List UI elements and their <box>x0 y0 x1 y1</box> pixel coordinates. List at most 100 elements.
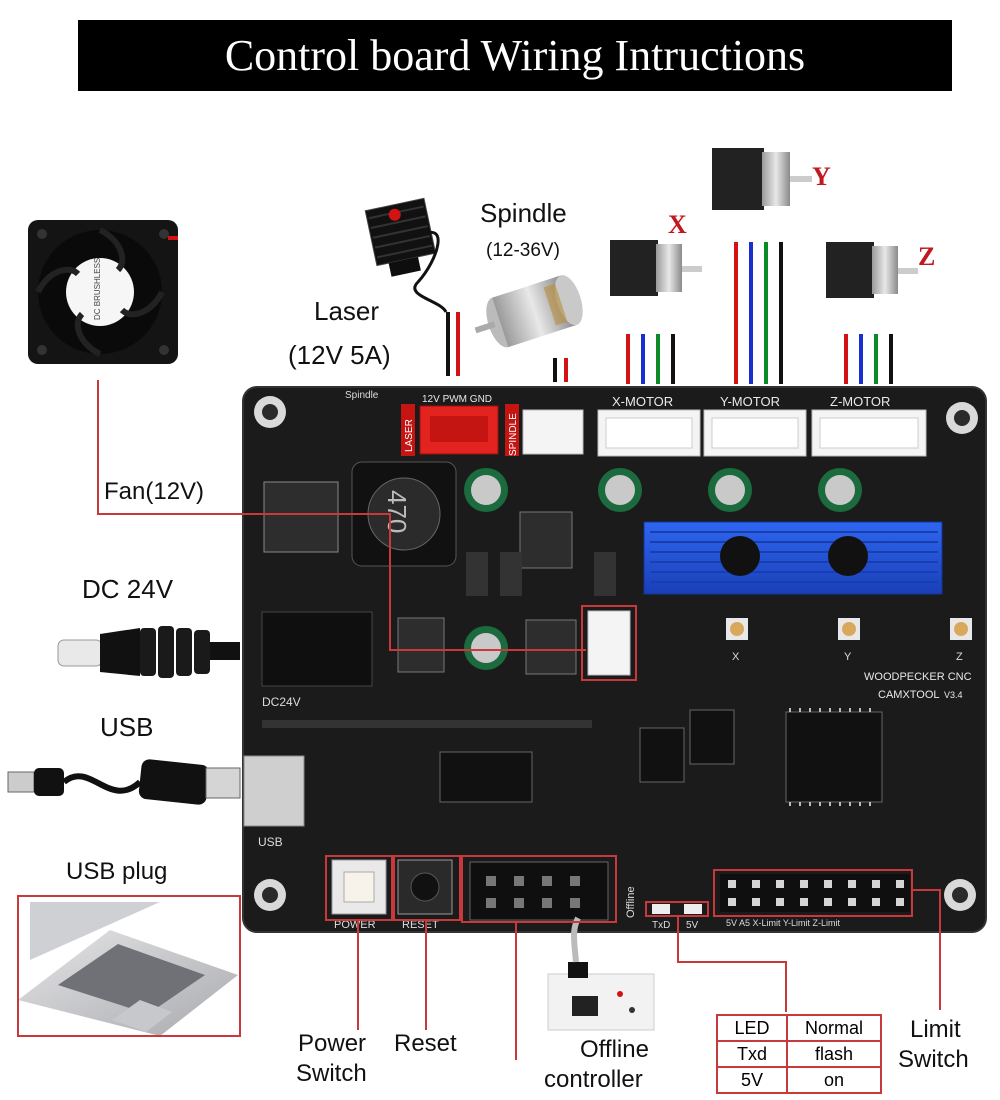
callout-lines <box>17 380 941 1060</box>
capacitor <box>464 468 508 512</box>
dc24v-silk: DC24V <box>262 695 301 709</box>
driver-chip <box>689 709 735 765</box>
laser-wires <box>446 312 460 376</box>
dc-jack <box>261 611 373 687</box>
spindle-label: Spindle <box>480 198 567 228</box>
page-title: Control board Wiring Intructions <box>224 31 806 80</box>
x-motor-connector <box>597 409 701 457</box>
power-silk: POWER <box>334 919 376 931</box>
limit-switch-header <box>720 874 910 912</box>
offline-label-2: controller <box>544 1066 643 1093</box>
z-stepper-motor <box>826 242 918 298</box>
fan-label: Fan(12V) <box>104 478 205 505</box>
y-motor-wires <box>734 242 783 384</box>
table-cell: on <box>786 1066 882 1094</box>
spindle-wires <box>553 358 568 382</box>
y-axis-letter: Y <box>812 162 831 191</box>
y-motor-connector <box>703 409 807 457</box>
x-potentiometer <box>726 618 748 640</box>
table-cell: flash <box>786 1040 882 1068</box>
table-header-cell: LED <box>716 1014 788 1042</box>
dc-plug <box>57 626 240 678</box>
usb-silk: USB <box>258 835 283 849</box>
table-row: Txd flash <box>716 1040 882 1068</box>
voltage-regulator <box>263 481 339 553</box>
pot-y-silk: Y <box>844 651 852 663</box>
reset-label: Reset <box>394 1030 457 1057</box>
offline-label-1: Offline <box>580 1036 649 1063</box>
pot-x-silk: X <box>732 651 740 663</box>
table-cell: Txd <box>716 1040 788 1068</box>
led-status-table: LED Normal Txd flash 5V on <box>716 1014 882 1094</box>
brand-silk-1: WOODPECKER CNC <box>864 671 972 683</box>
fan-silk: DC BRUSHLESS <box>93 258 102 320</box>
spindle-port-silk: SPINDLE <box>508 413 519 456</box>
power-switch-label-1: Power <box>298 1030 367 1057</box>
version-silk: V3.4 <box>944 690 963 700</box>
laser-spec-label: (12V 5A) <box>288 340 391 370</box>
spindle-spec-label: (12-36V) <box>486 240 560 261</box>
heatsink <box>643 521 943 595</box>
x-motor-wires <box>626 334 675 384</box>
x-axis-letter: X <box>668 210 687 239</box>
offline-header <box>469 861 609 921</box>
offline-silk: Offline <box>625 886 637 918</box>
capacitor <box>464 626 508 670</box>
limit-switch-label-1: Limit <box>910 1016 961 1043</box>
laptop <box>18 896 240 1036</box>
laser-connector <box>419 405 499 455</box>
laser-pins-silk: 12V PWM GND <box>422 394 492 405</box>
y-motor-silk: Y-MOTOR <box>720 394 780 409</box>
title-banner: Control board Wiring Intructions <box>78 20 952 91</box>
x-motor-silk: X-MOTOR <box>612 394 673 409</box>
capacitor <box>818 468 862 512</box>
table-cell: 5V <box>716 1066 788 1094</box>
pot-z-silk: Z <box>956 651 963 663</box>
z-potentiometer <box>950 618 972 640</box>
table-row: 5V on <box>716 1066 882 1094</box>
txd-silk: TxD <box>652 920 670 931</box>
power-switch <box>331 859 387 915</box>
laser-port-tag <box>401 404 415 456</box>
usb-cable <box>7 759 241 805</box>
power-switch-label-2: Switch <box>296 1060 367 1087</box>
table-header-cell: Normal <box>786 1014 882 1042</box>
z-motor-connector <box>811 409 927 457</box>
usb-label: USB <box>100 712 154 742</box>
diode <box>466 552 488 596</box>
mosfet <box>397 617 445 673</box>
laser-module <box>364 197 448 313</box>
cooling-fan <box>28 220 178 364</box>
diode <box>594 552 616 596</box>
brand-silk-2: CAMXTOOL <box>878 689 940 701</box>
5v-led <box>684 904 702 914</box>
control-board <box>242 386 987 933</box>
driver-chip <box>639 727 685 783</box>
spindle-port-tag <box>505 404 519 456</box>
usb-plug-label: USB plug <box>66 858 168 885</box>
spindle-connector <box>522 409 584 455</box>
laser-label: Laser <box>314 296 380 326</box>
mounting-hole <box>254 879 286 911</box>
spindle-top-silk: Spindle <box>345 390 379 401</box>
aux-connector <box>587 610 631 676</box>
usb-port <box>243 755 305 827</box>
capacitor <box>708 468 752 512</box>
dc-24v-label: DC 24V <box>82 574 174 604</box>
inductor <box>351 461 457 567</box>
y-potentiometer <box>838 618 860 640</box>
reset-button <box>397 859 453 915</box>
y-stepper-motor <box>712 148 812 210</box>
diode <box>500 552 522 596</box>
microcontroller <box>785 708 883 806</box>
laser-port-silk: LASER <box>404 419 415 452</box>
board-trace <box>262 720 592 728</box>
offline-controller <box>547 916 655 1031</box>
z-axis-letter: Z <box>918 242 936 271</box>
5v-silk: 5V <box>686 920 699 931</box>
z-motor-wires <box>844 334 893 384</box>
mosfet <box>525 619 577 675</box>
table-row: LED Normal <box>716 1014 882 1042</box>
mosfet <box>519 511 573 569</box>
